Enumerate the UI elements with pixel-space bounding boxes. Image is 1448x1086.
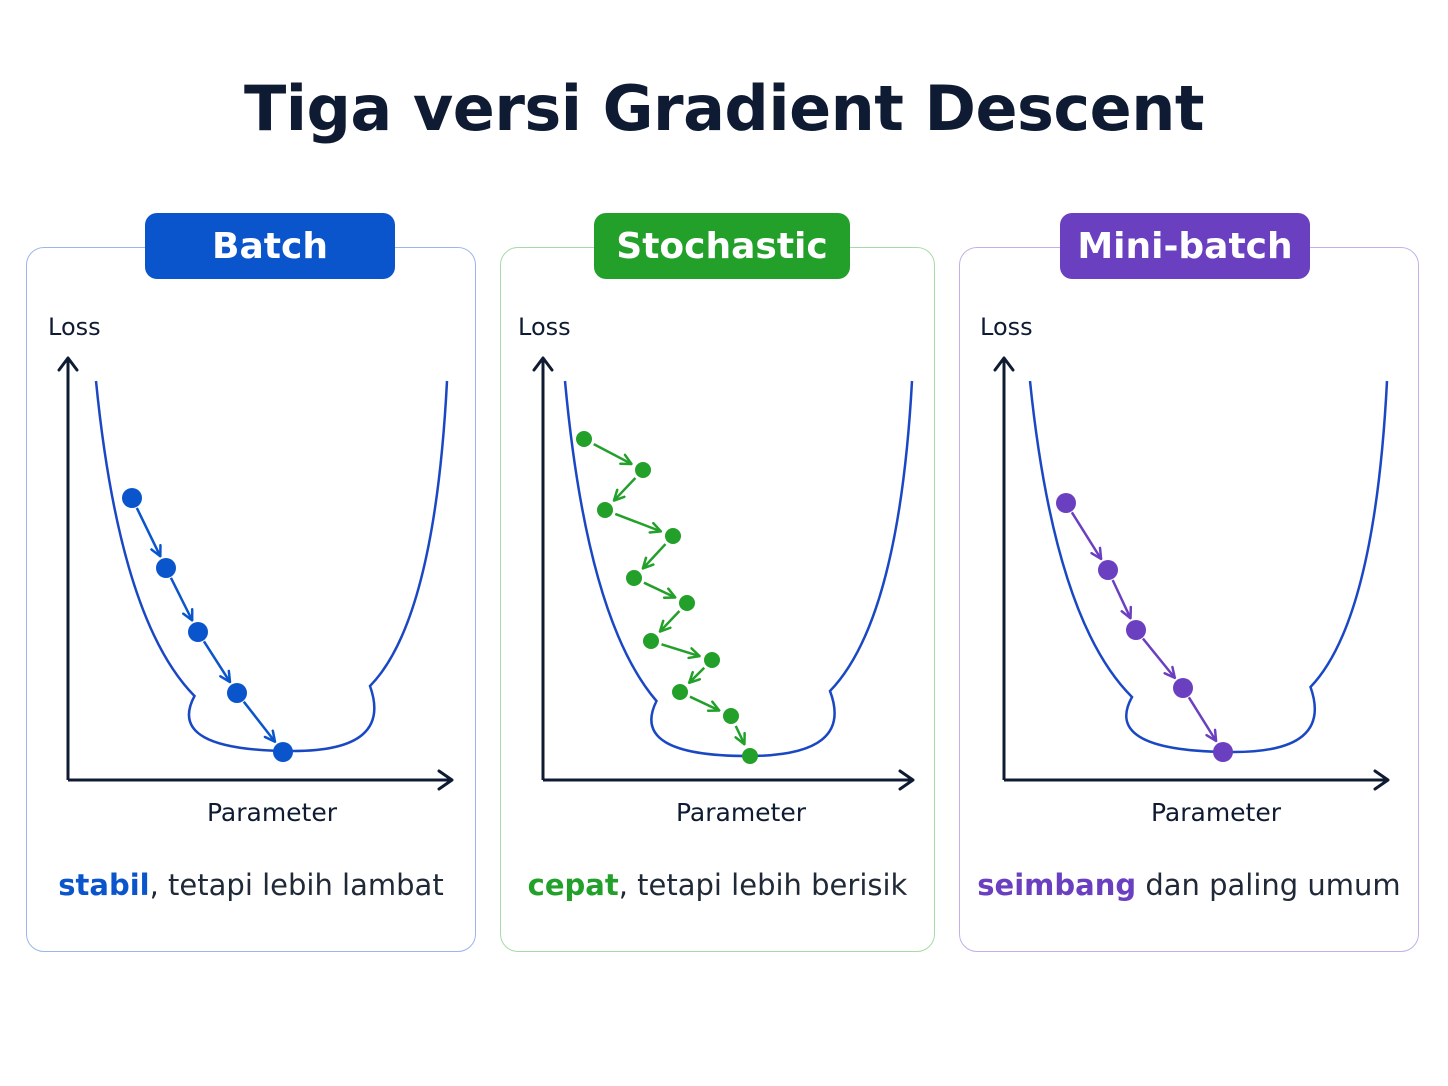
- diagram-title: Tiga versi Gradient Descent: [244, 72, 1204, 145]
- stochastic-step-arrow: [658, 610, 681, 633]
- stochastic-step-arrow: [641, 543, 667, 570]
- stochastic-caption-highlight: cepat: [527, 868, 619, 902]
- minibatch-x-arrowhead: [1373, 769, 1390, 791]
- minibatch-loss-curve: [1028, 380, 1389, 754]
- minibatch-y-axis-label: Loss: [980, 313, 1033, 341]
- stochastic-step-arrow: [612, 477, 637, 502]
- batch-step-point: [156, 558, 176, 578]
- stochastic-step-point: [635, 462, 651, 478]
- stochastic-step-point: [679, 595, 695, 611]
- stochastic-step-point: [597, 502, 613, 518]
- minibatch-step-point: [1098, 560, 1118, 580]
- stochastic-x-arrowhead: [898, 769, 915, 791]
- panel-stochastic: [500, 247, 935, 952]
- minibatch-caption-rest: dan paling umum: [1136, 868, 1401, 902]
- minibatch-badge: Mini-batch: [1060, 213, 1310, 279]
- batch-loss-curve: [94, 380, 449, 753]
- stochastic-step-point: [742, 748, 758, 764]
- batch-y-arrowhead: [57, 356, 79, 372]
- minibatch-x-axis-label: Parameter: [1151, 798, 1282, 827]
- minibatch-caption-highlight: seimbang: [977, 868, 1137, 902]
- minibatch-step-arrow: [1111, 579, 1133, 620]
- minibatch-y-arrowhead: [993, 356, 1015, 372]
- minibatch-step-point: [1126, 620, 1146, 640]
- stochastic-step-arrow: [689, 695, 721, 712]
- stochastic-badge: Stochastic: [594, 213, 850, 279]
- batch-step-point: [227, 683, 247, 703]
- batch-caption-rest: , tetapi lebih lambat: [149, 868, 444, 902]
- batch-step-point: [188, 622, 208, 642]
- batch-y-axis-label: Loss: [48, 313, 101, 341]
- stochastic-step-arrow: [643, 581, 677, 599]
- minibatch-step-arrow: [1187, 696, 1218, 743]
- stochastic-step-point: [672, 684, 688, 700]
- stochastic-step-arrow: [614, 512, 663, 534]
- stochastic-step-point: [665, 528, 681, 544]
- stochastic-step-point: [723, 708, 739, 724]
- minibatch-step-point: [1213, 742, 1233, 762]
- stochastic-step-arrow: [593, 443, 633, 466]
- batch-x-arrowhead: [437, 769, 454, 791]
- stochastic-caption-rest: , tetapi lebih berisik: [618, 868, 908, 902]
- stochastic-step-point: [704, 652, 720, 668]
- batch-caption: stabil, tetapi lebih lambat: [26, 868, 476, 902]
- batch-caption-highlight: stabil: [58, 868, 150, 902]
- stochastic-step-point: [626, 570, 642, 586]
- minibatch-step-point: [1173, 678, 1193, 698]
- batch-step-arrow: [135, 507, 162, 558]
- minibatch-caption: seimbang dan paling umum: [959, 868, 1419, 902]
- panel-minibatch: [959, 247, 1419, 952]
- batch-step-arrow: [202, 640, 232, 684]
- minibatch-step-point: [1056, 493, 1076, 513]
- batch-step-point: [273, 742, 293, 762]
- minibatch-step-arrow: [1070, 511, 1103, 561]
- stochastic-x-axis-label: Parameter: [676, 798, 807, 827]
- batch-badge: Batch: [145, 213, 395, 279]
- stochastic-step-point: [576, 431, 592, 447]
- stochastic-loss-curve: [563, 380, 914, 758]
- stochastic-step-arrow: [687, 666, 706, 685]
- stochastic-step-arrow: [734, 725, 746, 746]
- stochastic-step-arrow: [661, 643, 701, 660]
- stochastic-step-point: [643, 633, 659, 649]
- batch-x-axis-label: Parameter: [207, 798, 338, 827]
- batch-step-arrow: [242, 700, 277, 743]
- stochastic-y-arrowhead: [532, 356, 554, 372]
- panel-batch: [26, 247, 476, 952]
- batch-step-point: [122, 488, 142, 508]
- stochastic-y-axis-label: Loss: [518, 313, 571, 341]
- stochastic-caption: cepat, tetapi lebih berisik: [500, 868, 935, 902]
- minibatch-step-arrow: [1141, 637, 1177, 680]
- batch-step-arrow: [169, 577, 194, 622]
